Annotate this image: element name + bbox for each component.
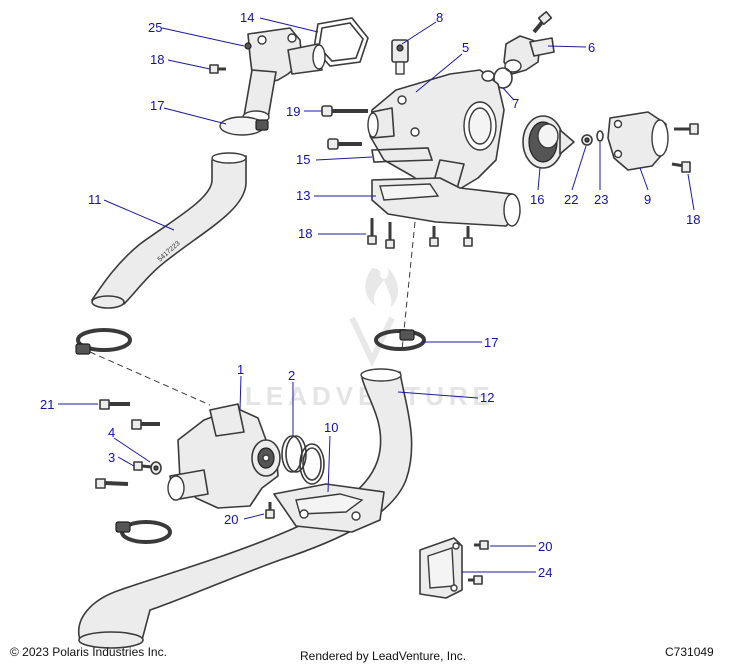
callout-18-right: 18 bbox=[686, 212, 700, 227]
callout-19: 19 bbox=[286, 104, 300, 119]
temperature-sensor-8 bbox=[391, 39, 409, 75]
clamp-lower-left bbox=[75, 328, 132, 355]
bolt-18-top bbox=[209, 64, 226, 74]
fitting-6 bbox=[503, 35, 555, 75]
callout-16: 16 bbox=[530, 192, 544, 207]
bolt-19b bbox=[327, 138, 362, 150]
callout-3: 3 bbox=[108, 450, 115, 465]
callout-7: 7 bbox=[512, 96, 519, 111]
callout-15: 15 bbox=[296, 152, 310, 167]
callout-10: 10 bbox=[324, 420, 338, 435]
callout-14: 14 bbox=[240, 10, 254, 25]
callout-12: 12 bbox=[480, 390, 494, 405]
plug-22 bbox=[581, 134, 593, 146]
callout-21: 21 bbox=[40, 397, 54, 412]
callout-2: 2 bbox=[288, 368, 295, 383]
bolt-9-bottom bbox=[671, 161, 691, 173]
clamp-17-lower bbox=[374, 329, 426, 351]
gasket-10-inner bbox=[302, 447, 322, 481]
callout-17-upper: 17 bbox=[150, 98, 164, 113]
thermostat-housing-5 bbox=[367, 69, 505, 196]
diagram-code: C731049 bbox=[665, 645, 714, 659]
bolt-6 bbox=[532, 10, 553, 34]
bolt-3 bbox=[133, 461, 153, 471]
washer-23 bbox=[596, 130, 604, 142]
clamp-17-upper bbox=[219, 116, 269, 136]
callout-6: 6 bbox=[588, 40, 595, 55]
callout-1: 1 bbox=[237, 362, 244, 377]
water-pump-1 bbox=[167, 403, 281, 509]
hose-11: 5417223 bbox=[91, 152, 247, 309]
dashed-line-thermostat bbox=[401, 221, 416, 351]
copyright-text: © 2023 Polaris Industries Inc. bbox=[10, 645, 167, 659]
callout-9: 9 bbox=[644, 192, 651, 207]
outlet-housing-25 bbox=[242, 27, 326, 124]
bracket-24 bbox=[419, 537, 463, 599]
washer-4 bbox=[150, 461, 162, 475]
bolt-19 bbox=[321, 105, 368, 117]
clamp-bottom bbox=[115, 520, 172, 544]
callout-25: 25 bbox=[148, 20, 162, 35]
bracket-10 bbox=[273, 483, 385, 533]
bolt-9-top bbox=[674, 123, 699, 135]
bolts-21 bbox=[95, 399, 160, 489]
thermostat-16 bbox=[522, 115, 575, 169]
callout-18-mid: 18 bbox=[298, 226, 312, 241]
callout-18-top: 18 bbox=[150, 52, 164, 67]
callout-13: 13 bbox=[296, 188, 310, 203]
callout-22: 22 bbox=[564, 192, 578, 207]
callout-5: 5 bbox=[462, 40, 469, 55]
lower-housing-13 bbox=[371, 177, 521, 227]
dashed-line-lower bbox=[89, 351, 211, 406]
callout-labels: 25 14 8 18 5 6 7 17 19 15 13 16 22 23 9 … bbox=[40, 10, 700, 580]
bolt-20-left bbox=[265, 502, 275, 519]
leader-lines bbox=[58, 17, 695, 573]
gasket-15 bbox=[371, 147, 434, 163]
bolt-24 bbox=[468, 575, 483, 585]
callout-20-right: 20 bbox=[538, 539, 552, 554]
callout-8: 8 bbox=[436, 10, 443, 25]
callout-20-left: 20 bbox=[224, 512, 238, 527]
cover-9 bbox=[607, 111, 669, 171]
bolt-20-right bbox=[474, 540, 489, 550]
callout-17-lower: 17 bbox=[484, 335, 498, 350]
callout-23: 23 bbox=[594, 192, 608, 207]
rendered-by-text: Rendered by LeadVenture, Inc. bbox=[300, 649, 467, 663]
callout-24: 24 bbox=[538, 565, 552, 580]
bolts-18-cluster bbox=[367, 218, 473, 249]
gasket-10 bbox=[299, 443, 325, 485]
callout-4: 4 bbox=[108, 425, 115, 440]
callout-11: 11 bbox=[88, 192, 102, 207]
